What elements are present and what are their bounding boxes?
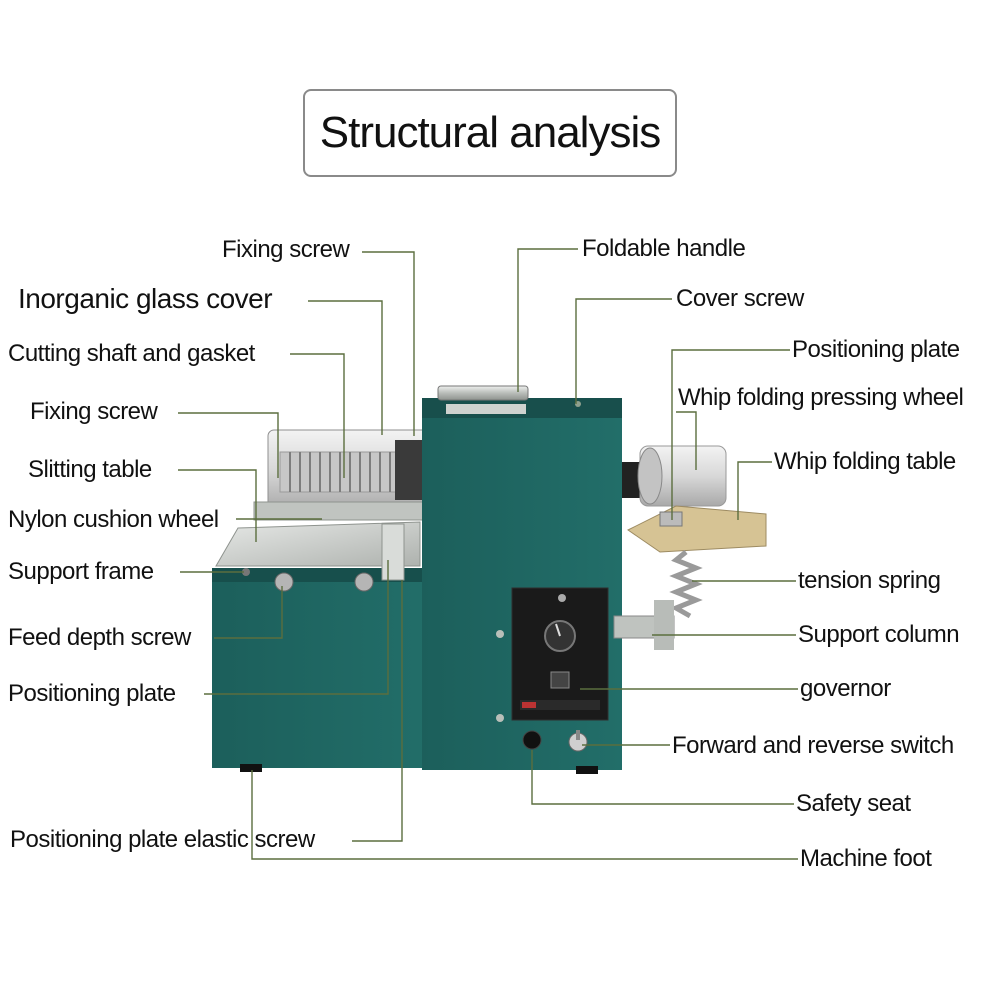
leader-whip-folding-table [737, 461, 772, 520]
leader-inorganic-glass-cover [308, 300, 383, 435]
leader-safety-seat [531, 750, 794, 805]
label-cutting-shaft-and-gasket: Cutting shaft and gasket [8, 340, 255, 367]
leader-fixing-screw-top [362, 251, 415, 436]
label-governor: governor [800, 675, 891, 702]
leader-cutting-shaft [290, 353, 345, 478]
leader-elastic-screw [352, 580, 403, 842]
label-support-column: Support column [798, 621, 960, 648]
leader-cover-screw [575, 298, 672, 404]
label-whip-folding-pressing-wheel: Whip folding pressing wheel [678, 384, 964, 411]
diagram-title: Structural analysis [319, 108, 661, 157]
label-inorganic-glass-cover: Inorganic glass cover [18, 283, 273, 314]
label-fixing-screw-top: Fixing screw [222, 236, 350, 263]
label-feed-depth-screw: Feed depth screw [8, 624, 191, 651]
front-controls [522, 730, 588, 752]
label-fixing-screw-left: Fixing screw [30, 398, 158, 425]
leader-pressing-wheel [676, 411, 697, 470]
label-machine-foot: Machine foot [800, 845, 932, 872]
label-positioning-plate-left: Positioning plate [8, 680, 176, 707]
title-box: Structural analysis [303, 89, 677, 177]
label-safety-seat: Safety seat [796, 790, 911, 817]
leader-positioning-plate-right [671, 349, 790, 520]
whip-folding-unit [613, 445, 767, 650]
label-nylon-cushion-wheel: Nylon cushion wheel [8, 506, 219, 533]
label-slitting-table: Slitting table [28, 456, 152, 483]
governor-panel [511, 587, 609, 721]
leader-positioning-plate-left [204, 560, 389, 695]
leader-fixing-screw-left [178, 412, 279, 478]
label-cover-screw: Cover screw [676, 285, 804, 312]
label-positioning-plate-right: Positioning plate [792, 336, 960, 363]
leader-feed-depth-screw [214, 586, 283, 639]
label-foldable-handle: Foldable handle [582, 235, 746, 262]
leader-foldable-handle [517, 248, 578, 392]
glass-cover-cylinder [267, 429, 429, 511]
label-support-frame: Support frame [8, 558, 154, 585]
label-tension-spring: tension spring [798, 567, 941, 594]
leader-slitting-table [178, 469, 257, 542]
slitting-table [215, 501, 425, 592]
leader-machine-foot [251, 770, 798, 860]
label-forward-and-reverse-switch: Forward and reverse switch [672, 732, 954, 759]
machine-base [212, 568, 430, 768]
label-positioning-plate-elastic-screw: Positioning plate elastic screw [10, 826, 315, 853]
label-whip-folding-table: Whip folding table [774, 448, 956, 475]
